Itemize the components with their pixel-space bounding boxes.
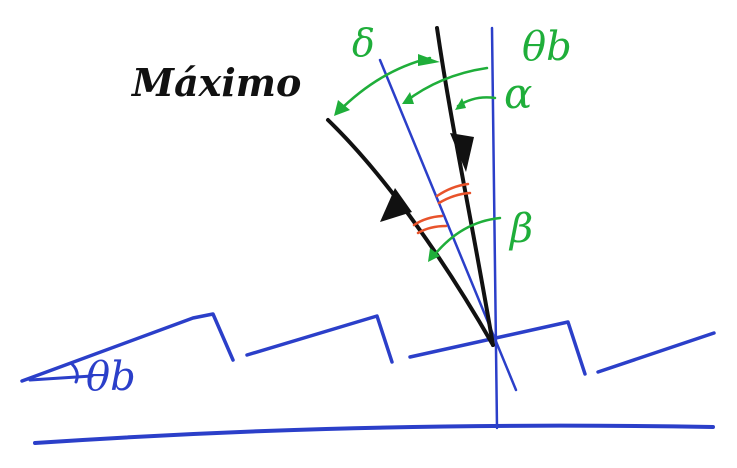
facet-normal-line [378, 58, 518, 392]
title-label: Máximo [130, 60, 301, 105]
grating-profile [20, 312, 716, 383]
diffracted-ray [326, 118, 495, 347]
blaze-angle-arc [70, 362, 79, 384]
incident-ray-arrowhead [450, 133, 474, 172]
delta-label: δ [352, 21, 375, 65]
alpha-label: α [504, 69, 532, 118]
diffracted-ray-arrowhead [380, 188, 412, 222]
grating-normal-line [490, 26, 499, 430]
theta-b-top-label: θb [522, 24, 572, 70]
incident-ray [435, 26, 495, 347]
blaze-angle-baseline [28, 374, 94, 382]
beta-label: β [508, 206, 533, 252]
theta-b-bottom-label: θb [86, 354, 136, 400]
angle-arc-arrowheads [334, 54, 466, 262]
substrate-line [33, 423, 715, 445]
equal-angle-marks [412, 182, 472, 235]
